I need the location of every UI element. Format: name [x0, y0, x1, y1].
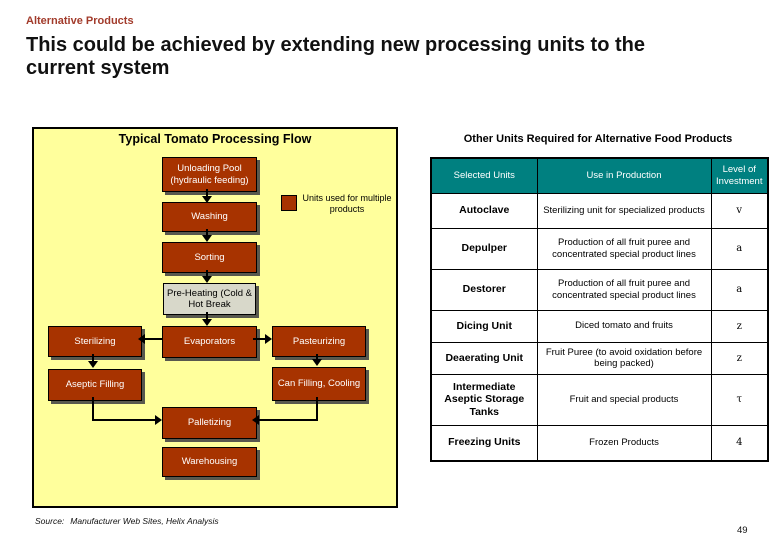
- level-cell: a: [710, 268, 769, 311]
- table-row: Freezing Units Frozen Products 4: [430, 424, 769, 462]
- level-cell: z: [710, 309, 769, 343]
- table-row: Intermediate Aseptic Storage Tanks Fruit…: [430, 373, 769, 426]
- unit-cell: Freezing Units: [430, 424, 538, 462]
- connector-line: [253, 338, 266, 340]
- units-table: Selected Units Use in Production Level o…: [430, 157, 769, 462]
- arrow-right-icon: [265, 334, 272, 344]
- flow-node-unloading-pool: Unloading Pool (hydraulic feeding): [162, 157, 257, 192]
- connector-line: [145, 338, 162, 340]
- flow-node-sterilizing: Sterilizing: [48, 326, 142, 357]
- use-cell: Fruit Puree (to avoid oxidation before b…: [536, 341, 712, 375]
- source-note: Source: Manufacturer Web Sites, Helix Ana…: [35, 516, 219, 526]
- unit-cell: Destorer: [430, 268, 538, 311]
- arrow-left-icon: [252, 415, 259, 425]
- page-number: 49: [737, 525, 748, 536]
- level-cell: z: [710, 341, 769, 375]
- flow-node-evaporators: Evaporators: [162, 326, 257, 358]
- arrow-down-icon: [202, 235, 212, 242]
- source-value: Manufacturer Web Sites, Helix Analysis: [70, 516, 219, 526]
- flow-node-sorting: Sorting: [162, 242, 257, 273]
- flow-node-pasteurizing: Pasteurizing: [272, 326, 366, 357]
- table-row: Dicing Unit Diced tomato and fruits z: [430, 309, 769, 343]
- flow-node-label: Aseptic Filling: [65, 379, 125, 391]
- connector-line: [206, 229, 208, 237]
- connector-line: [316, 397, 318, 421]
- arrow-down-icon: [202, 276, 212, 283]
- flow-node-warehousing: Warehousing: [162, 447, 257, 477]
- source-label: Source:: [35, 516, 65, 526]
- flow-node-label: Evaporators: [183, 336, 236, 348]
- flow-node-label: Unloading Pool (hydraulic feeding): [170, 163, 249, 186]
- flow-node-pre-heating: Pre-Heating (Cold & Hot Break: [163, 283, 256, 315]
- table-row: Autoclave Sterilizing unit for specializ…: [430, 192, 769, 229]
- unit-cell: Autoclave: [430, 192, 538, 229]
- arrow-right-icon: [155, 415, 162, 425]
- connector-line: [206, 189, 208, 198]
- flow-node-label: Warehousing: [181, 456, 238, 468]
- arrow-left-icon: [138, 334, 145, 344]
- use-cell: Fruit and special products: [536, 373, 712, 426]
- flowchart-title: Typical Tomato Processing Flow: [118, 132, 312, 146]
- connector-line: [206, 270, 208, 278]
- use-cell: Production of all fruit puree and concen…: [536, 227, 712, 270]
- connector-line: [206, 312, 208, 321]
- unit-cell: Deaerating Unit: [430, 341, 538, 375]
- level-cell: v: [710, 192, 769, 229]
- col-header-use: Use in Production: [536, 157, 712, 194]
- use-cell: Production of all fruit puree and concen…: [536, 268, 712, 311]
- use-cell: Sterilizing unit for specialized product…: [536, 192, 712, 229]
- unit-cell: Dicing Unit: [430, 309, 538, 343]
- unit-cell: Depulper: [430, 227, 538, 270]
- flow-node-washing: Washing: [162, 202, 257, 232]
- table-row: Depulper Production of all fruit puree a…: [430, 227, 769, 270]
- table-row: Destorer Production of all fruit puree a…: [430, 268, 769, 311]
- level-cell: τ: [710, 373, 769, 426]
- flow-node-palletizing: Palletizing: [162, 407, 257, 439]
- flow-node-aseptic-filling: Aseptic Filling: [48, 369, 142, 401]
- connector-line: [92, 419, 155, 421]
- legend-swatch-icon: [281, 195, 297, 211]
- col-header-level: Level of Investment: [710, 157, 769, 194]
- unit-cell: Intermediate Aseptic Storage Tanks: [430, 373, 538, 426]
- table-row: Deaerating Unit Fruit Puree (to avoid ox…: [430, 341, 769, 375]
- arrow-down-icon: [88, 361, 98, 368]
- flow-node-label: Pasteurizing: [292, 335, 346, 347]
- page-title: This could be achieved by extending new …: [26, 34, 645, 79]
- flow-node-label: Can Filling, Cooling: [277, 378, 361, 390]
- flow-node-label: Sterilizing: [74, 335, 116, 347]
- level-cell: 4: [710, 424, 769, 462]
- flow-node-label: Washing: [191, 211, 228, 223]
- connector-line: [316, 354, 318, 361]
- table-header-row: Selected Units Use in Production Level o…: [430, 157, 769, 194]
- col-header-selected-units: Selected Units: [430, 157, 538, 194]
- connector-line: [259, 419, 318, 421]
- connector-line: [92, 397, 94, 421]
- use-cell: Frozen Products: [536, 424, 712, 462]
- flow-node-label: Sorting: [194, 251, 225, 263]
- arrow-down-icon: [202, 319, 212, 326]
- flow-node-can-filling: Can Filling, Cooling: [272, 367, 366, 401]
- flow-node-label: Pre-Heating (Cold & Hot Break: [166, 287, 252, 310]
- use-cell: Diced tomato and fruits: [536, 309, 712, 343]
- arrow-down-icon: [202, 196, 212, 203]
- level-cell: a: [710, 227, 769, 270]
- flow-node-label: Palletizing: [187, 417, 232, 429]
- legend-label: Units used for multiple products: [302, 193, 392, 215]
- table-title: Other Units Required for Alternative Foo…: [463, 133, 733, 145]
- arrow-down-icon: [312, 359, 322, 366]
- slide-kicker: Alternative Products: [26, 15, 134, 27]
- connector-line: [92, 354, 94, 363]
